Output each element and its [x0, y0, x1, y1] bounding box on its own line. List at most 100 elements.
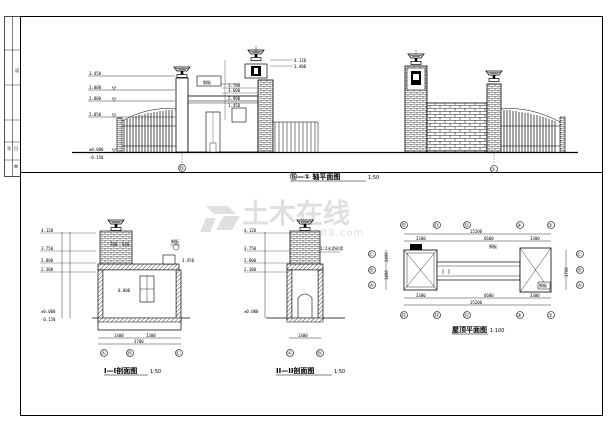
- level-label: 3.000: [89, 85, 102, 90]
- title-block-label-4: 审: [14, 163, 18, 169]
- level-label: 2.800: [41, 258, 54, 263]
- level-label: 2.800: [89, 96, 102, 101]
- section-label: 1:2水泥砂浆: [320, 245, 343, 251]
- roof-plan-title: 屋顶平面图: [452, 325, 487, 334]
- axis-label: Ⓑ: [127, 350, 132, 357]
- axis-label: ③: [517, 313, 521, 319]
- title-block-label-1: 设: [15, 67, 19, 73]
- sliding-gate-bars: [272, 121, 319, 152]
- dimension-label: 3700: [564, 267, 569, 277]
- dimension-label: 3.780: [228, 83, 241, 88]
- level-label: 4.120: [244, 228, 257, 233]
- axis-label: Ⓐ: [369, 282, 374, 289]
- axis-label: ⑮: [401, 222, 406, 229]
- brick-wall-right: ①: [426, 70, 503, 173]
- dimension-label: 3300: [416, 293, 426, 298]
- dimension-label: 1300: [146, 333, 156, 338]
- axis-label: ⑫: [464, 312, 469, 319]
- level-label: 2.300: [244, 267, 257, 272]
- dimension-label: 540: [122, 242, 130, 247]
- dimension-label: 15200: [470, 229, 483, 234]
- level-label: -0.150: [89, 155, 104, 160]
- dimension-label: 2.900: [228, 96, 241, 101]
- elevation-title-text: ⑮—① 轴平面图: [290, 172, 340, 181]
- roof-plan-scale: 1:100: [490, 328, 504, 334]
- right-gate-post: [404, 50, 428, 153]
- dimension-label: 3700: [134, 339, 144, 344]
- watermark-site: co188.com: [300, 228, 364, 239]
- dimension-label: 6600: [484, 293, 494, 298]
- section-1-scale: 1:50: [150, 369, 161, 375]
- section-label: 钢板: [171, 238, 179, 244]
- watermark-brand: 土木在线: [242, 199, 350, 230]
- level-label: 2.050: [89, 112, 102, 117]
- axis-label: Ⓐ: [287, 350, 292, 357]
- section-label: 3.450: [182, 258, 195, 263]
- axis-label: ①: [491, 167, 496, 173]
- level-label: ±0.000: [41, 309, 56, 314]
- title-block-label-3: 日: [14, 146, 18, 151]
- guard-house-elevation: 钢板 3.780 3.600 2.900 1.450: [187, 60, 259, 153]
- section-2-2: 4.120 3.750 2.800 2.300 ±0.000 1:2水泥砂浆 1…: [244, 219, 345, 376]
- iron-fence-right: [500, 108, 566, 153]
- title-block-label-2: 号: [7, 145, 11, 151]
- section-1-title: I—I剖面图: [104, 366, 137, 375]
- axis-label: Ⓑ: [577, 267, 582, 274]
- dimension-label: 3300: [530, 293, 540, 298]
- roof-label: 钢板: [539, 282, 547, 288]
- axis-label: ⑬: [434, 222, 439, 229]
- dimension-label: 1400: [384, 270, 389, 280]
- watermark-logo-icon: [200, 206, 240, 232]
- axis-label: ①: [548, 223, 553, 229]
- axis-label: Ⓒ: [577, 251, 582, 258]
- axis-label: Ⓒ: [176, 350, 181, 357]
- dimension-label: 1400: [298, 333, 308, 338]
- watermark: 土木在线 co188.com: [200, 199, 364, 239]
- section-1-1: 4.120 3.750 2.800 2.300 ±0.000 -0.150 钢板…: [40, 219, 195, 376]
- title-block-strip: 设 号 日 审: [4, 16, 21, 177]
- axis-label: ⑮: [401, 312, 406, 319]
- section-2-scale: 1:50: [334, 369, 345, 375]
- axis-label: ⑮: [179, 165, 184, 172]
- dimension-label: 15200: [470, 300, 483, 305]
- level-label: ±0.000: [89, 147, 104, 152]
- front-elevation: 3.450 3.000 2.800 2.050 ±0.000 -0.150 ⑮: [72, 46, 578, 182]
- axis-label: Ⓑ: [317, 350, 322, 357]
- level-label: 4.120: [41, 228, 54, 233]
- level-label: -0.150: [41, 317, 56, 322]
- dimension-label: 3300: [530, 236, 540, 241]
- elevation-title: ⑮—① 轴平面图 1:50: [290, 172, 379, 182]
- dimension-label: 1400: [114, 333, 124, 338]
- dimension-label: 2400: [384, 252, 389, 262]
- dimension-label: 3300: [416, 236, 426, 241]
- gate-pillar-main: 4.120 3.400: [244, 46, 307, 153]
- axis-label: ⑬: [434, 312, 439, 319]
- roof-plan: ⑮ ⑬ ⑫ ③ ① 15200 3300 6600 3300 钢板 钢板 330…: [368, 221, 584, 335]
- axis-label: ①: [548, 313, 553, 319]
- level-markers: 3.450 3.000 2.800 2.050 ±0.000 -0.150: [88, 71, 175, 160]
- section-1-levels: 4.120 3.750 2.800 2.300 ±0.000 -0.150: [40, 228, 96, 322]
- dimension-label: 3.600: [228, 88, 241, 93]
- level-label: 3.450: [89, 71, 102, 76]
- dimension-label: 700: [110, 242, 118, 247]
- axis-label: Ⓐ: [101, 350, 106, 357]
- roof-label: 钢板: [489, 243, 497, 249]
- level-label: ±0.000: [244, 309, 259, 314]
- axis-label: Ⓒ: [369, 251, 374, 258]
- level-label: 2.800: [244, 258, 257, 263]
- level-label: 3.750: [244, 246, 257, 251]
- dimension-label: 6600: [484, 236, 494, 241]
- axis-label: Ⓐ: [577, 282, 582, 289]
- dimension-label: 0.000: [118, 288, 131, 293]
- dimension-label: 4.120: [294, 58, 307, 63]
- dimension-label: 1.450: [228, 103, 241, 108]
- iron-fence-left: [116, 108, 177, 153]
- axis-label: Ⓑ: [369, 267, 374, 274]
- level-label: 3.750: [41, 246, 54, 251]
- elevation-scale: 1:50: [368, 175, 379, 181]
- axis-label: ③: [517, 223, 521, 229]
- section-2-title: II—II剖面图: [276, 366, 314, 375]
- axis-label: ⑫: [464, 222, 469, 229]
- dimension-label: 3.400: [294, 64, 307, 69]
